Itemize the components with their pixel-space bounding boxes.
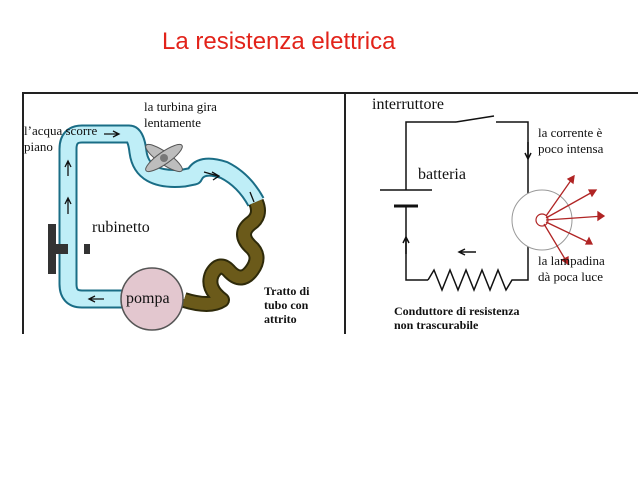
label-rubinetto: rubinetto: [92, 219, 150, 236]
label-corrente-1: la corrente è: [538, 125, 603, 140]
label-batteria: batteria: [418, 166, 466, 183]
label-corrente-2: poco intensa: [538, 141, 604, 156]
label-tratto-1: Tratto di: [264, 284, 310, 298]
switch-icon: [455, 115, 495, 123]
water-circuit-panel: l’acqua scorre piano la turbina gira len…: [22, 92, 346, 334]
label-turbina: la turbina gira: [144, 99, 217, 114]
label-lentamente: lentamente: [144, 115, 202, 130]
electric-circuit-panel: interruttore batteria la corrente è poco…: [344, 92, 638, 334]
label-pompa: pompa: [126, 290, 170, 307]
label-conduttore-1: Conduttore di resistenza: [394, 304, 520, 318]
water-circuit-drawing: [48, 124, 266, 331]
circuit-wire: [405, 121, 529, 194]
label-tratto-3: attrito: [264, 312, 297, 326]
label-tratto-2: tubo con: [264, 298, 309, 312]
faucet-icon: [48, 224, 90, 274]
label-piano: piano: [24, 139, 53, 154]
light-rays: [543, 174, 606, 266]
label-lampadina-1: la lampadina: [538, 253, 605, 268]
page-title: La resistenza elettrica: [162, 28, 396, 55]
pump-icon: [120, 267, 184, 331]
label-acqua-scorre: l’acqua scorre: [24, 123, 98, 138]
lamp-icon: [511, 189, 573, 251]
resistor-icon: [427, 267, 518, 293]
label-interruttore: interruttore: [372, 96, 444, 113]
electric-circuit-drawing: [380, 115, 606, 293]
label-lampadina-2: dà poca luce: [538, 269, 603, 284]
label-conduttore-2: non trascurabile: [394, 318, 479, 332]
friction-pipe: [176, 198, 266, 312]
